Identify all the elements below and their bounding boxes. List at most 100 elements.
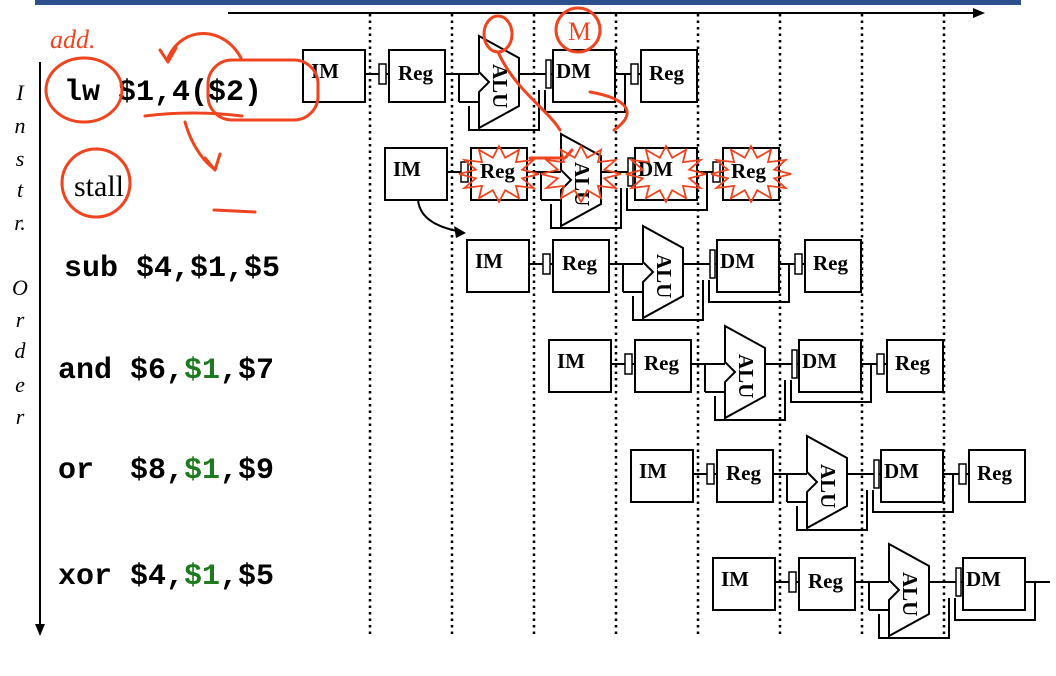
alu-label: ALU	[652, 254, 676, 298]
dm-label: DM	[966, 567, 1001, 591]
handwritten-annotations: add. M	[44, 6, 629, 219]
pipeline-latch	[378, 63, 387, 85]
im-label: IM	[393, 157, 421, 181]
reg-label: Reg	[808, 569, 843, 593]
instruction-text: lw $1,4($2)	[64, 76, 262, 110]
opcode: xor	[58, 560, 112, 594]
dm-label: DM	[802, 349, 837, 373]
reg-read-box	[798, 557, 856, 611]
im-box	[384, 147, 448, 201]
cycle-grid	[368, 14, 946, 636]
dm-box	[962, 557, 1026, 611]
axis-letter: d	[15, 338, 27, 363]
im-box	[548, 339, 612, 393]
operand: ,$7	[220, 354, 274, 388]
reg-write-box	[886, 339, 944, 393]
annotation-m: M	[568, 17, 591, 46]
dm-box	[880, 449, 944, 503]
instruction-text: stall	[74, 170, 124, 203]
opcode: sub	[64, 252, 118, 286]
axis-letter: n	[15, 113, 26, 138]
operand: ,$5	[220, 560, 274, 594]
axis-letter: s	[16, 146, 25, 171]
reg-read-box	[388, 49, 446, 103]
stall-bubble	[540, 144, 622, 204]
operand: $1,4($2)	[100, 76, 262, 110]
alu-shape	[642, 224, 684, 320]
dm-label: DM	[720, 249, 755, 273]
operand: $4,	[112, 560, 184, 594]
opcode: or	[58, 454, 94, 488]
alu-shape	[478, 34, 520, 130]
axis-letter: O	[12, 275, 28, 300]
axis-letter: r	[16, 307, 25, 332]
reg-write-box	[804, 239, 862, 293]
highlighted-register: $1	[184, 454, 220, 488]
dm-box	[552, 49, 616, 103]
reg-label: Reg	[649, 61, 684, 85]
reg-label: Reg	[726, 461, 761, 485]
im-label: IM	[639, 459, 667, 483]
opcode: stall	[74, 170, 124, 203]
axis-letter: t	[17, 177, 24, 202]
alu-label: ALU	[816, 464, 840, 508]
opcode: lw	[64, 76, 100, 110]
stall-bubble	[625, 144, 707, 204]
im-box	[630, 449, 694, 503]
axis-letter: I	[15, 80, 25, 105]
instruction-order-axis	[35, 62, 45, 636]
pipeline-latch	[624, 353, 633, 375]
reg-write-box	[968, 449, 1026, 503]
im-box	[712, 557, 776, 611]
dm-box	[798, 339, 862, 393]
im-label: IM	[721, 567, 749, 591]
reg-label: Reg	[895, 351, 930, 375]
reg-read-box	[716, 449, 774, 503]
title-bar	[35, 0, 1021, 5]
reg-label: Reg	[813, 251, 848, 275]
annotation-add: add.	[50, 25, 96, 54]
operand: $6,	[112, 354, 184, 388]
pipeline-latch	[788, 571, 797, 593]
axis-letter: r	[16, 404, 25, 429]
reg-label: Reg	[644, 351, 679, 375]
im-box	[466, 239, 530, 293]
dm-box	[634, 147, 698, 201]
reg-label: Reg	[731, 159, 766, 183]
pipeline-row: IM Reg ALU DM Reg	[630, 434, 1026, 531]
alu-shape	[806, 434, 848, 530]
alu-label: ALU	[898, 572, 922, 616]
reg-label: Reg	[480, 159, 515, 183]
stall-bubble	[710, 144, 792, 204]
pipeline-latch	[706, 463, 715, 485]
axis-letter: r.	[14, 210, 26, 235]
alu-shape	[724, 324, 766, 420]
reg-label: Reg	[977, 461, 1012, 485]
instruction-text: and $6,$1,$7	[58, 354, 274, 388]
highlighted-register: $1	[184, 354, 220, 388]
dm-box	[716, 239, 780, 293]
reg-label: Reg	[562, 251, 597, 275]
reg-read-box	[552, 239, 610, 293]
instruction-text: or $8,$1,$9	[58, 454, 274, 488]
opcode: and	[58, 354, 112, 388]
instruction-text: sub $4,$1,$5	[64, 252, 280, 286]
axis-letter: e	[15, 372, 25, 397]
alu-shape	[560, 132, 602, 228]
pipeline-latch	[542, 253, 551, 275]
alu-shape	[888, 542, 930, 638]
dm-label: DM	[884, 459, 919, 483]
reg-label: Reg	[398, 61, 433, 85]
pipeline-row: IM Reg ALU DM Reg	[466, 224, 862, 321]
im-label: IM	[475, 249, 503, 273]
operand: $4,$1,$5	[118, 252, 280, 286]
pipeline-row: IM Reg ALU DM	[712, 542, 1050, 639]
dm-label: DM	[556, 59, 591, 83]
